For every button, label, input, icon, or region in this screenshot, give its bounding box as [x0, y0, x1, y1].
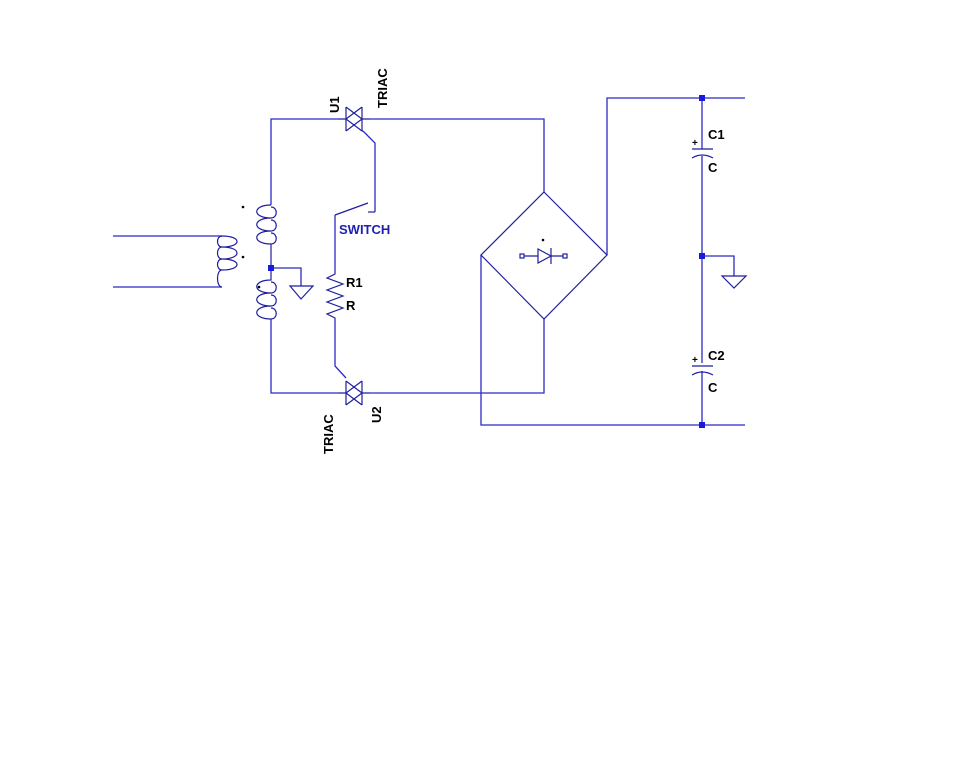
c2-plus-label: + [692, 355, 698, 366]
junction-top-rail [699, 95, 705, 101]
capacitor-c1[interactable]: + C1 C [691, 127, 725, 175]
bridge-rectifier[interactable] [480, 191, 608, 320]
phase-dot-primary [241, 255, 245, 259]
u1-to-bridge-wire[interactable] [370, 118, 545, 192]
junction-midpoint [699, 253, 705, 259]
c1-value-label: C [708, 160, 718, 175]
primary-coil [216, 235, 238, 288]
wires [113, 97, 745, 426]
u1-gate-wire[interactable] [362, 130, 376, 212]
c1-ref-label: C1 [708, 127, 725, 142]
u2-ref-label: U2 [369, 406, 384, 423]
triac-u2[interactable]: U2 TRIAC [321, 380, 384, 454]
r1-value-label: R [346, 298, 356, 313]
u2-to-bridge-wire[interactable] [370, 319, 545, 394]
ground-symbol-midpoint [720, 275, 748, 289]
bridge-plus-wire[interactable] [606, 97, 745, 255]
switch-s1[interactable]: SWITCH [334, 202, 390, 237]
u2-value-label: TRIAC [321, 414, 336, 454]
junction-bottom-rail [699, 422, 705, 428]
triac-u1[interactable]: U1 TRIAC [327, 68, 390, 132]
secondary-top-wire[interactable] [270, 118, 338, 205]
junction-center-tap [268, 265, 274, 271]
u1-ref-label: U1 [327, 96, 342, 113]
midpoint-ground-wire[interactable] [702, 255, 735, 276]
junctions [268, 95, 705, 428]
resistor-r1[interactable]: R1 R [325, 268, 363, 322]
secondary-bottom-wire[interactable] [270, 320, 338, 394]
secondary-coil-lower [256, 268, 277, 320]
bridge-minus-wire[interactable] [480, 255, 745, 426]
phase-dot-secondary-upper [241, 205, 245, 209]
secondary-coil-upper [256, 204, 277, 268]
switch-label: SWITCH [339, 222, 390, 237]
capacitor-c2[interactable]: + C2 C [691, 348, 725, 395]
ground-symbol-transformer [288, 285, 315, 300]
c2-value-label: C [708, 380, 718, 395]
c2-ref-label: C2 [708, 348, 725, 363]
u1-value-label: TRIAC [375, 68, 390, 108]
phase-dot-secondary-lower [257, 285, 261, 289]
center-tap-wire[interactable] [271, 267, 302, 286]
r1-ref-label: R1 [346, 275, 363, 290]
transformer[interactable] [216, 204, 277, 320]
r1-to-u2-wire[interactable] [334, 322, 347, 379]
c1-plus-label: + [692, 138, 698, 149]
